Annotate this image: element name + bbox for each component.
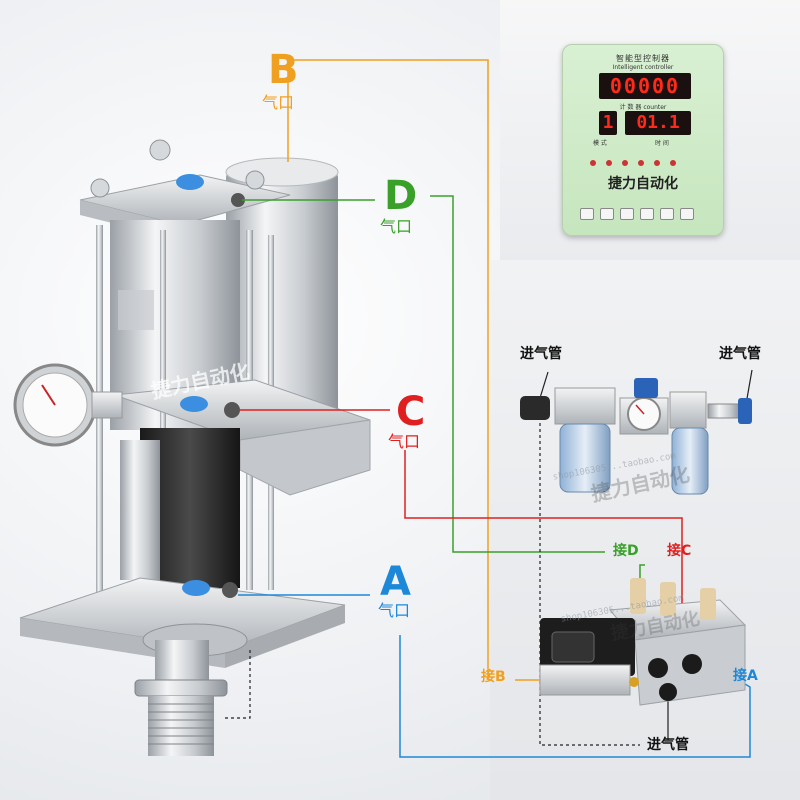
line-inlet-cylinder [225,650,251,719]
cylinder-label-plate [118,290,154,330]
bolt-icon [245,170,265,190]
valve-manifold [539,664,631,696]
port-d-label: 气口 [380,217,413,236]
bolt-icon [90,178,110,198]
gauge-fitting [91,391,123,419]
port-badge-c [180,396,208,412]
port-a-label: 气口 [378,601,411,620]
led-icon [590,160,596,166]
background-panel-bottom [490,260,800,800]
inlet-fitting-right [738,398,752,424]
inlet-fitting-left [520,396,550,420]
lubricator-bowl [671,427,709,495]
controller-title-cn: 智能型控制器 [616,54,670,63]
lower-guide-column [120,440,160,580]
thread-lines [148,703,214,745]
controller-button[interactable] [680,208,694,220]
port-c-hole [224,402,240,418]
port-d-letter: D [384,173,418,219]
filter-regulator-unit [520,378,752,495]
jie-c-label: 接C [667,543,692,559]
tie-rod [160,230,166,600]
controller-brand: 捷力自动化 [608,176,678,192]
led-icon [670,160,676,166]
inlet-pipe-right-label: 进气管 [719,346,761,362]
controller-button[interactable] [620,208,634,220]
jie-d-label: 接D [613,543,639,559]
line-port-b [287,59,489,680]
inlet-pipe-left-label: 进气管 [520,346,562,362]
controller-button[interactable] [600,208,614,220]
controller-button[interactable] [580,208,594,220]
regulator-knob [634,378,658,398]
muffler-icon [630,578,646,614]
port-d-hole [231,193,245,207]
controller-title-en: Intelligent controller [612,64,674,71]
led-icon [622,160,628,166]
led-icon [654,160,660,166]
bolt-icon [149,139,171,161]
port-c-letter: C [396,389,426,435]
coil-connector [551,631,595,663]
controller-button[interactable] [660,208,674,220]
controller-buttons [577,205,709,220]
time-display: 01.1 [625,111,691,135]
inlet-pipe-bottom-label: 进气管 [647,737,689,753]
solenoid-valve [539,578,747,706]
fitting-icon [648,658,668,678]
fitting-icon [629,677,639,687]
controller-button[interactable] [640,208,654,220]
fitting-icon [682,654,702,674]
port-badge-d [176,174,204,190]
intelligent-controller: 智能型控制器 Intelligent controller 00000 计 数 … [562,44,724,236]
line-port-d [430,195,605,553]
rear-cylinder-tube [226,168,338,448]
pointer-inlet-left [539,371,549,399]
base-plate-side [225,605,345,668]
line-port-c [404,450,683,640]
port-c-label: 气口 [388,432,421,451]
led-icon [606,160,612,166]
muffler-icon [700,588,716,620]
regulator-needle [635,404,645,415]
time-label: 时 间 [655,140,669,147]
lock-nut [134,679,228,697]
port-b-label: 气口 [262,93,295,112]
rear-cylinder-cap [225,157,339,187]
counter-display: 00000 [599,73,691,99]
filter-bowl [559,423,611,493]
outlet-fitting [707,403,741,419]
fitting-icon [659,683,677,701]
jie-a-label: 接A [733,668,758,684]
booster-cylinder [13,139,371,756]
lubricator-head [669,391,707,429]
counter-label: 计 数 器 counter [619,104,667,111]
port-a-letter: A [380,559,411,605]
port-b-letter: B [268,47,299,93]
port-a-hole [222,582,238,598]
mode-display: 1 [599,111,617,135]
port-badge-a [182,580,210,596]
filter-head [554,387,616,425]
indicator-leds [585,151,701,171]
gauge-needle [41,384,56,406]
threaded-rod [148,696,214,756]
jie-b-label: 接B [481,669,506,685]
mode-label: 模 式 [593,140,607,147]
led-icon [638,160,644,166]
muffler-icon [660,582,676,616]
